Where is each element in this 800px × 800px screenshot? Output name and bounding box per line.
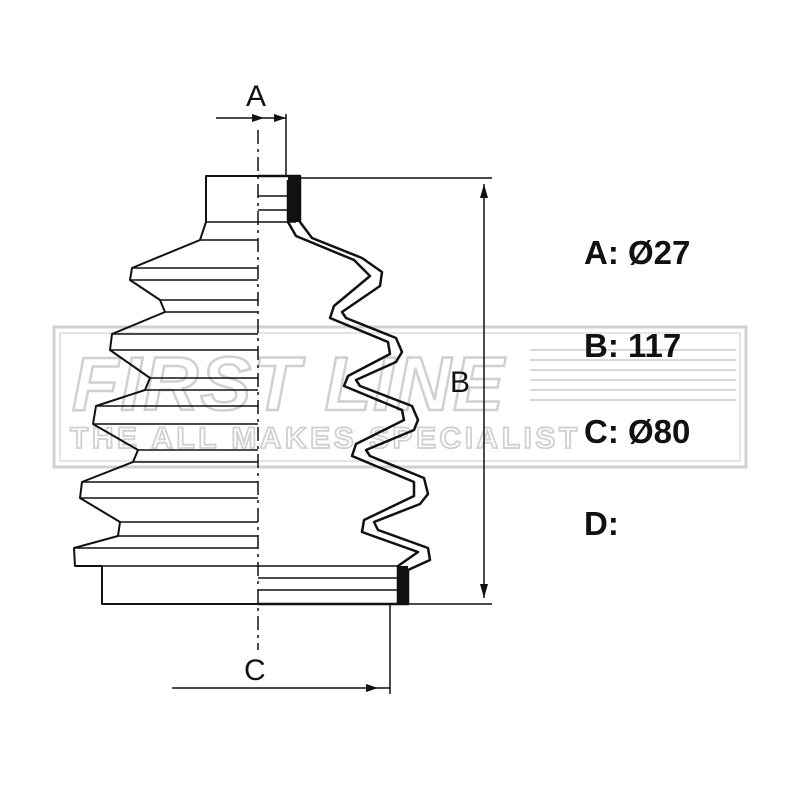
boot-drawing (73, 174, 432, 606)
spec-b-value: 117 (628, 327, 682, 364)
spec-a-separator: : (607, 234, 619, 271)
watermark-stripes (530, 349, 736, 401)
dimension-b-label: B (450, 366, 470, 399)
watermark-brand: FIRST LINE (72, 342, 506, 427)
spec-b: B: 117 (584, 327, 681, 365)
spec-c-name: C (584, 413, 608, 450)
dimension-b (300, 177, 492, 605)
spec-b-separator: : (607, 327, 619, 364)
spec-d: D: (584, 505, 619, 543)
boot-right-neck-lines (258, 195, 398, 591)
spec-d-separator: : (607, 505, 619, 542)
watermark-inner-frame (59, 332, 741, 462)
spec-c: C: Ø80 (584, 413, 690, 451)
boot-base-wall (398, 566, 408, 604)
dimension-a (216, 114, 287, 176)
dimension-c (172, 604, 391, 694)
spec-d-name: D (584, 505, 608, 542)
dimension-a-label: A (246, 80, 266, 113)
boot-right-inner (286, 180, 420, 604)
spec-c-value: Ø80 (628, 413, 691, 450)
spec-a: A: Ø27 (584, 234, 690, 272)
spec-c-separator: : (607, 413, 619, 450)
boot-left-folds (74, 221, 258, 567)
dimension-c-label: C (244, 654, 266, 687)
spec-a-value: Ø27 (628, 234, 691, 271)
spec-a-name: A (584, 234, 608, 271)
boot-neck-wall (288, 176, 300, 222)
spec-b-name: B (584, 327, 608, 364)
boot-right-outer (258, 174, 432, 606)
